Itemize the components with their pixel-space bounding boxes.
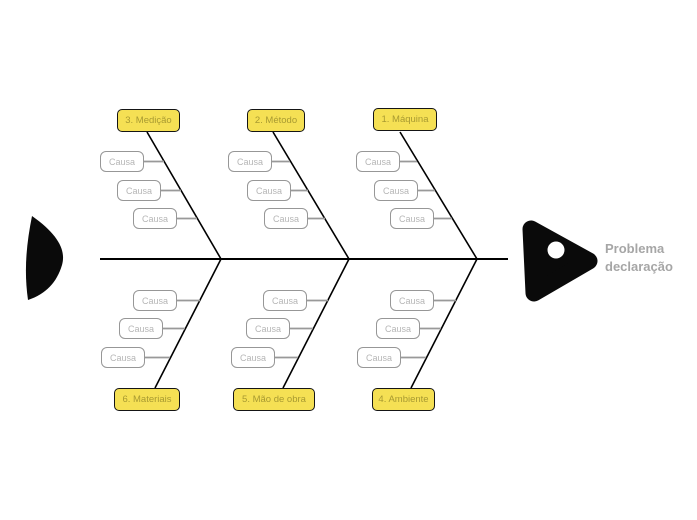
problem-label-line1: Problema <box>605 241 665 256</box>
fish-eye-icon <box>547 241 565 259</box>
cause-box[interactable]: Causa <box>390 290 434 311</box>
branch-line-bottom-3 <box>410 258 478 389</box>
cause-box[interactable]: Causa <box>357 347 401 368</box>
category-box-medicao[interactable]: 3. Medição <box>117 109 180 132</box>
category-box-ambiente[interactable]: 4. Ambiente <box>372 388 435 411</box>
category-box-materiais[interactable]: 6. Materiais <box>114 388 180 411</box>
cause-box[interactable]: Causa <box>390 208 434 229</box>
fish-head <box>522 220 598 302</box>
cause-box[interactable]: Causa <box>376 318 420 339</box>
cause-box[interactable]: Causa <box>246 318 290 339</box>
cause-box[interactable]: Causa <box>247 180 291 201</box>
cause-box[interactable]: Causa <box>133 290 177 311</box>
cause-box[interactable]: Causa <box>264 208 308 229</box>
problem-label-line2: declaração <box>605 259 673 274</box>
problem-label[interactable]: Problema declaração <box>605 240 673 276</box>
cause-box[interactable]: Causa <box>263 290 307 311</box>
cause-box[interactable]: Causa <box>133 208 177 229</box>
category-box-mao-de-obra[interactable]: 5. Mão de obra <box>233 388 315 411</box>
cause-box[interactable]: Causa <box>231 347 275 368</box>
branch-line-bottom-2 <box>282 258 350 389</box>
cause-box[interactable]: Causa <box>100 151 144 172</box>
cause-box[interactable]: Causa <box>101 347 145 368</box>
cause-box[interactable]: Causa <box>356 151 400 172</box>
branch-line-top-2 <box>272 131 350 260</box>
category-box-metodo[interactable]: 2. Método <box>247 109 305 132</box>
category-box-maquina[interactable]: 1. Máquina <box>373 108 437 131</box>
fish-tail <box>25 216 64 300</box>
branch-line-top-1 <box>146 131 222 260</box>
cause-box[interactable]: Causa <box>117 180 161 201</box>
cause-box[interactable]: Causa <box>374 180 418 201</box>
cause-box[interactable]: Causa <box>119 318 163 339</box>
branch-line-top-3 <box>399 131 478 260</box>
cause-box[interactable]: Causa <box>228 151 272 172</box>
branch-line-bottom-1 <box>154 258 222 389</box>
